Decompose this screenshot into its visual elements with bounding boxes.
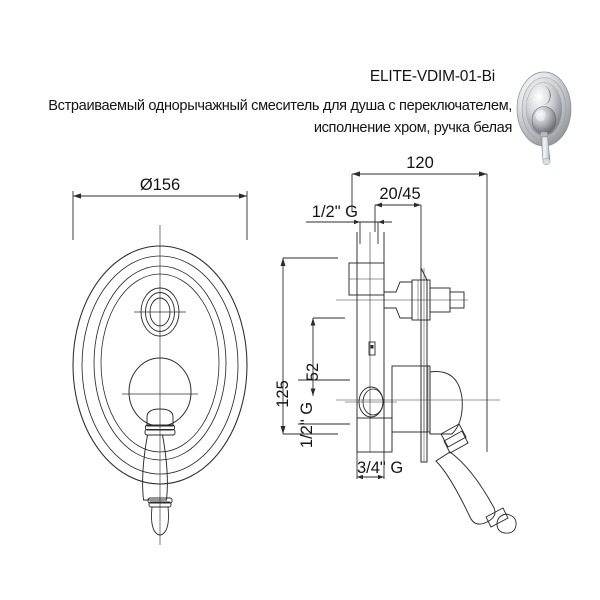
side-section-view	[280, 171, 517, 534]
dimension-depth-120	[351, 171, 488, 452]
handle-lever	[142, 408, 176, 536]
dimension-label-height-125: 125	[274, 380, 292, 408]
dimension-label-outlet-thread: 3/4" G	[357, 459, 403, 477]
dimension-top-thread-half-g	[306, 219, 392, 244]
handle-lever-side	[435, 423, 517, 534]
product-description-line-2: исполнение хром, ручка белая	[313, 120, 513, 136]
product-photo	[510, 62, 582, 170]
page-title: ELITE-VDIM-01-Bi	[369, 68, 495, 85]
dimension-label-recess-20-45: 20/45	[379, 185, 420, 203]
dimension-side-thread-half-g	[298, 379, 350, 425]
dimension-center-52	[310, 317, 345, 396]
dimension-diameter-156	[72, 191, 248, 240]
valve-body	[345, 232, 397, 453]
diverter-knob	[134, 287, 186, 337]
dimension-label-top-thread: 1/2" G	[312, 203, 358, 221]
front-elevation-view	[72, 191, 248, 545]
dimension-label-side-thread: 1/2" G	[298, 402, 316, 448]
escutcheon-plate-edge	[420, 267, 428, 463]
shower-mixer-photo-icon	[516, 71, 572, 165]
diverter-spindle-side	[336, 279, 468, 321]
side-outlet-port	[345, 386, 397, 418]
dimension-label-depth-120: 120	[406, 154, 434, 172]
dimension-label-center-52: 52	[304, 363, 322, 381]
dimension-recess-20-45	[374, 202, 422, 268]
dimension-outlet-thread-three-quarter-g	[356, 452, 385, 480]
dimension-height-125	[280, 257, 338, 435]
dimension-label-diameter: Ø156	[140, 176, 180, 194]
lever-cartridge-side	[336, 365, 500, 435]
product-description-line-1: Встраиваемый однорычажный смеситель для …	[48, 98, 512, 114]
